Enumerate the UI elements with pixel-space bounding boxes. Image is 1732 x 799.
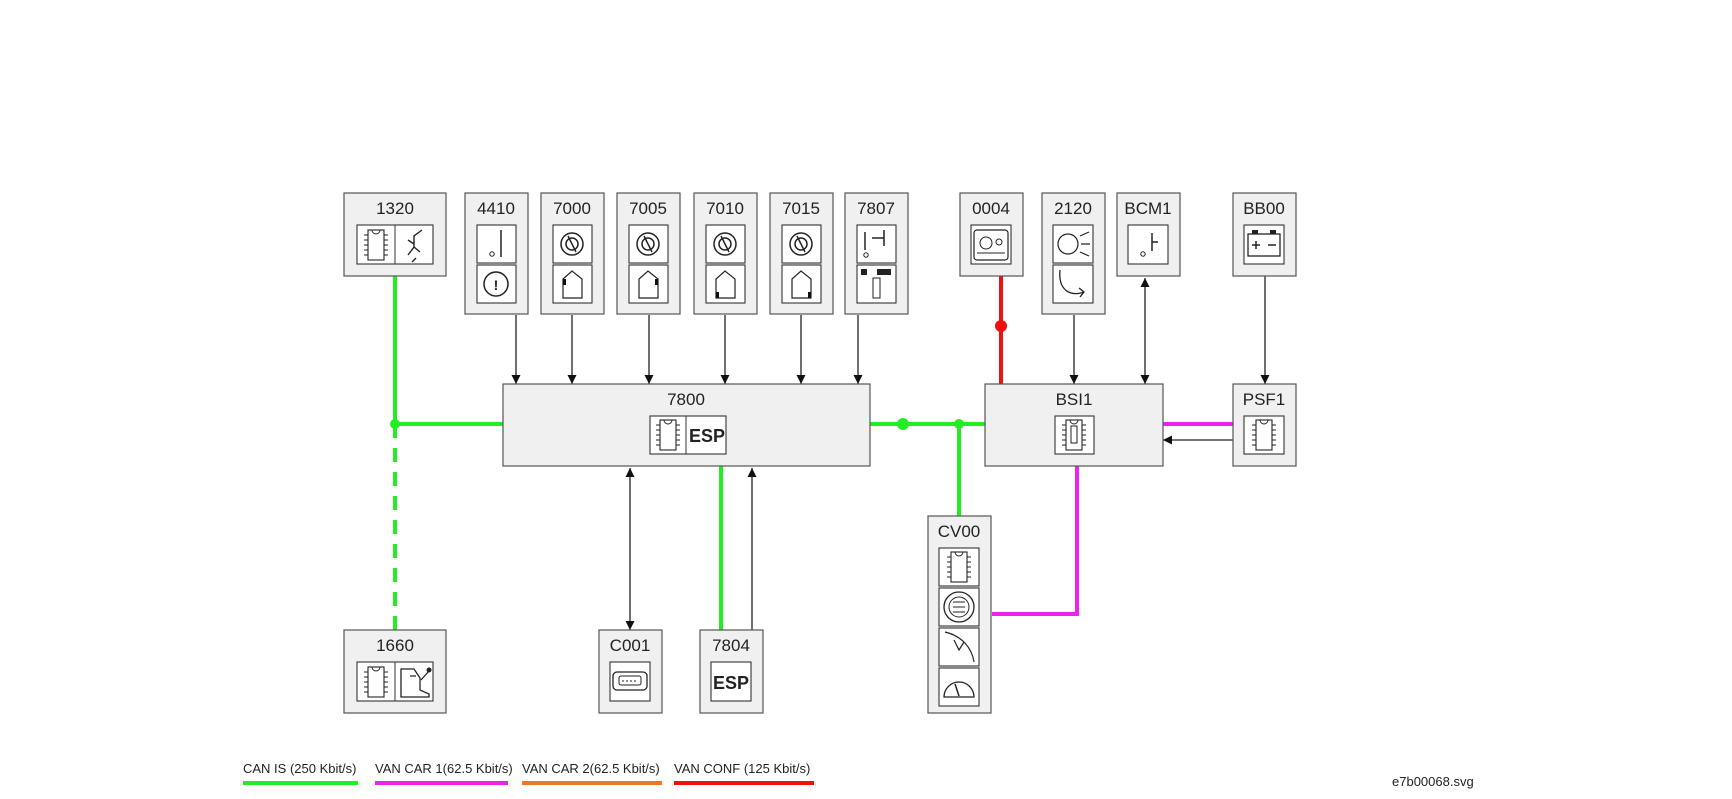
module-label: 7000	[553, 199, 591, 218]
legend-label: CAN IS (250 Kbit/s)	[243, 761, 356, 776]
vehicle-position-icon	[791, 270, 812, 299]
legend-label: VAN CAR 2(62.5 Kbit/s)	[522, 761, 660, 776]
module-bb00: BB00	[1232, 192, 1297, 277]
junction-dot	[390, 419, 400, 429]
module-label: BB00	[1243, 199, 1285, 218]
control-switch-icon	[1151, 233, 1158, 251]
injector-icon	[407, 229, 423, 263]
brake-pedal-switch-icon	[864, 230, 885, 250]
legend-item-can-is: CAN IS (250 Kbit/s)	[243, 761, 358, 785]
ecu-chip-icon	[363, 666, 389, 698]
legend-label: VAN CAR 1(62.5 Kbit/s)	[375, 761, 513, 776]
module-label: BCM1	[1124, 199, 1171, 218]
module-label: 7010	[706, 199, 744, 218]
steering-column-icon	[1059, 269, 1085, 298]
module-label: 2120	[1054, 199, 1092, 218]
brake-warning-icon	[483, 271, 509, 297]
module-bcm1: BCM1	[1116, 192, 1181, 277]
module-psf1: PSF1	[1232, 383, 1297, 467]
module-label: 7807	[857, 199, 895, 218]
module-1660: 1660	[343, 629, 447, 714]
module-7000: 7000	[540, 192, 605, 315]
ecu-chip-icon	[655, 419, 681, 451]
wheel-speed-sensor-icon	[789, 232, 813, 256]
module-7010: 7010	[693, 192, 758, 315]
module-label: 7005	[629, 199, 667, 218]
module-label: CV00	[938, 522, 981, 541]
pedal-sensor-icon	[861, 269, 867, 275]
module-label: PSF1	[1243, 390, 1286, 409]
module-2120: 2120	[1041, 192, 1106, 315]
steering-wheel-switch-icon	[944, 631, 975, 663]
module-label: 4410	[477, 199, 515, 218]
gearbox-icon	[400, 668, 430, 698]
van-conf-bus	[995, 276, 1007, 384]
junction-dot	[995, 320, 1007, 332]
module-0004: 0004	[959, 192, 1024, 277]
module-label: 7800	[667, 390, 705, 409]
legend-item-van-car1: VAN CAR 1(62.5 Kbit/s)	[375, 761, 513, 785]
module-c001: C001	[598, 629, 663, 714]
instrument-cluster-icon	[973, 229, 1009, 261]
module-label: 1320	[376, 199, 414, 218]
module-label: 1660	[376, 636, 414, 655]
esp-icon: ESP	[689, 426, 725, 446]
junction-dot	[954, 419, 964, 429]
module-bsi1: BSI1	[984, 383, 1164, 467]
ecu-chip-icon	[1251, 419, 1277, 451]
vehicle-position-icon	[638, 270, 659, 299]
module-7800-esp-ecu: 7800 ESP	[502, 383, 871, 467]
junction-dot	[897, 418, 909, 430]
wheel-speed-sensor-icon	[560, 232, 584, 256]
legend-item-van-car2: VAN CAR 2(62.5 Kbit/s)	[522, 761, 662, 785]
ecu-chip-icon	[946, 551, 972, 583]
vehicle-position-icon	[715, 270, 736, 299]
module-7804: 7804 ESP	[699, 629, 764, 714]
module-label: 7804	[712, 636, 750, 655]
module-label: BSI1	[1056, 390, 1093, 409]
van-car1-bus	[992, 422, 1233, 616]
battery-icon	[1247, 233, 1281, 257]
esp-icon: ESP	[713, 673, 749, 693]
headlamp-icon	[1057, 233, 1079, 255]
module-label: 7015	[782, 199, 820, 218]
wheel-speed-sensor-icon	[713, 232, 737, 256]
module-label: C001	[610, 636, 651, 655]
signal-arrows	[511, 276, 1270, 630]
module-7005: 7005	[616, 192, 681, 315]
wheel-speed-sensor-icon	[636, 232, 660, 256]
module-1320: 1320	[343, 192, 447, 277]
module-label: 0004	[972, 199, 1010, 218]
legend: CAN IS (250 Kbit/s) VAN CAR 1(62.5 Kbit/…	[243, 761, 814, 785]
steering-angle-icon	[943, 681, 975, 698]
module-7015: 7015	[769, 192, 834, 315]
module-7807: 7807	[844, 192, 909, 315]
legend-item-van-conf: VAN CONF (125 Kbit/s)	[674, 761, 814, 785]
can-is-bus	[390, 276, 985, 630]
module-4410: 4410 !	[464, 192, 529, 315]
legend-label: VAN CONF (125 Kbit/s)	[674, 761, 810, 776]
file-name-label: e7b00068.svg	[1392, 774, 1474, 789]
svg-text:!: !	[494, 277, 499, 293]
module-cv00: CV00	[927, 515, 992, 714]
ecu-chip-icon	[363, 229, 389, 261]
